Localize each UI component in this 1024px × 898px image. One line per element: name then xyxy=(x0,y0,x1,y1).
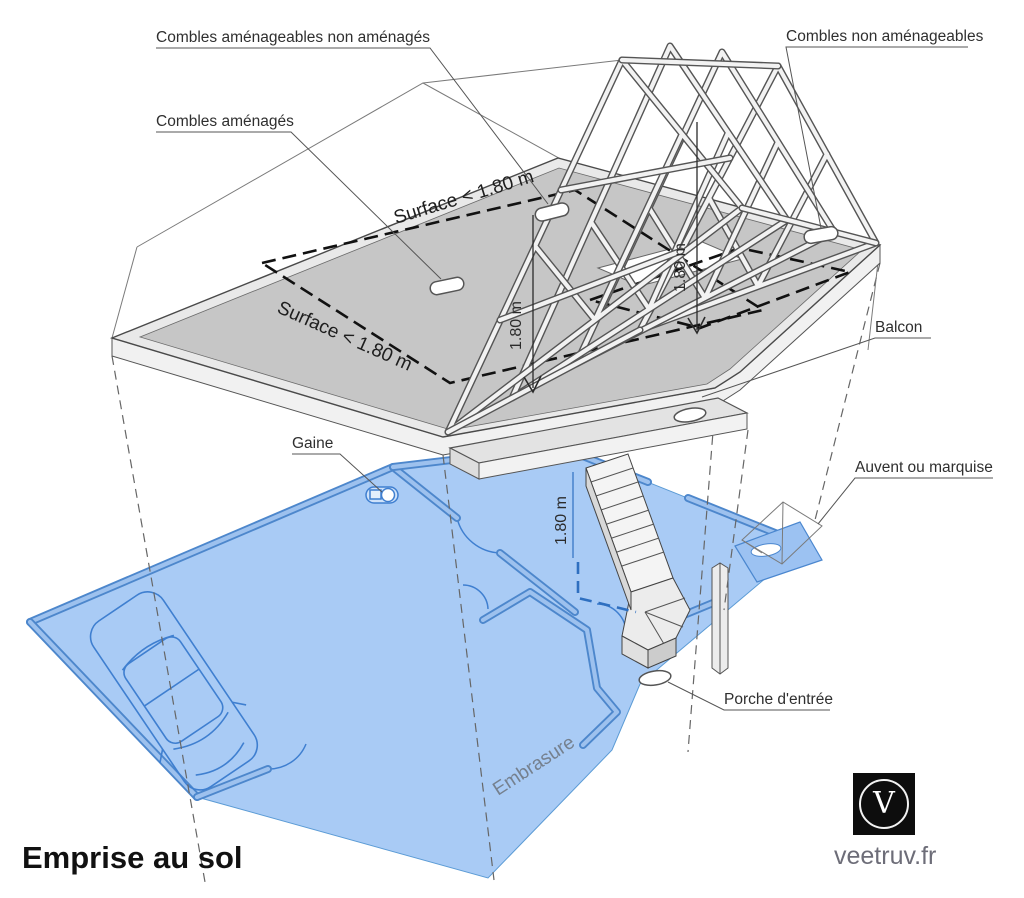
label-combles-non-amenageables: Combles non aménageables xyxy=(786,28,984,45)
car-top-view xyxy=(89,591,259,791)
brand-logo-icon: V xyxy=(853,773,915,835)
door-arc xyxy=(267,743,307,770)
brand-circle: V xyxy=(859,779,909,829)
brand-letter: V xyxy=(873,786,895,821)
dim-right-label: 1.80 m xyxy=(672,243,689,292)
footprint-plane xyxy=(29,446,806,879)
label-gaine: Gaine xyxy=(292,435,333,452)
page-title: Emprise au sol xyxy=(22,840,243,875)
label-balcon: Balcon xyxy=(875,319,922,336)
entrance-post xyxy=(711,562,729,675)
porche-marker xyxy=(638,669,672,687)
roof-truss xyxy=(444,56,746,436)
roof-truss xyxy=(508,42,791,402)
zone-left-dash xyxy=(258,188,767,385)
dim-right: 1.80 m xyxy=(672,122,706,335)
leader-marker xyxy=(803,225,839,245)
leader-marker xyxy=(534,202,570,222)
label-porche: Porche d'entrée xyxy=(724,691,833,708)
leader-lines xyxy=(156,46,993,711)
door-arc xyxy=(456,517,501,554)
door-arc xyxy=(462,584,489,610)
brand-url: veetruv.fr xyxy=(834,842,937,870)
dim-stair: 1.80 m xyxy=(553,496,570,545)
label-combles-amenages: Combles aménagés xyxy=(156,113,294,130)
gaine-duct xyxy=(365,486,399,504)
dim-left-label: 1.80 m xyxy=(508,301,525,350)
staircase-3d xyxy=(585,453,691,669)
leader-marker xyxy=(429,276,465,296)
awning-wireframe xyxy=(734,501,823,583)
label-auvent: Auvent ou marquise xyxy=(855,459,993,476)
roof-purlins xyxy=(444,56,880,436)
stair-dimension: 1.80 m xyxy=(553,472,637,614)
roof-truss-structure xyxy=(444,42,880,436)
dim-left: 1.80 m xyxy=(508,215,542,394)
balcon-marker xyxy=(673,407,707,423)
roof-truss xyxy=(636,62,880,334)
balcony-slab xyxy=(448,397,749,480)
label-combles-amenageables-non-amenages: Combles aménageables non aménagés xyxy=(156,29,430,46)
